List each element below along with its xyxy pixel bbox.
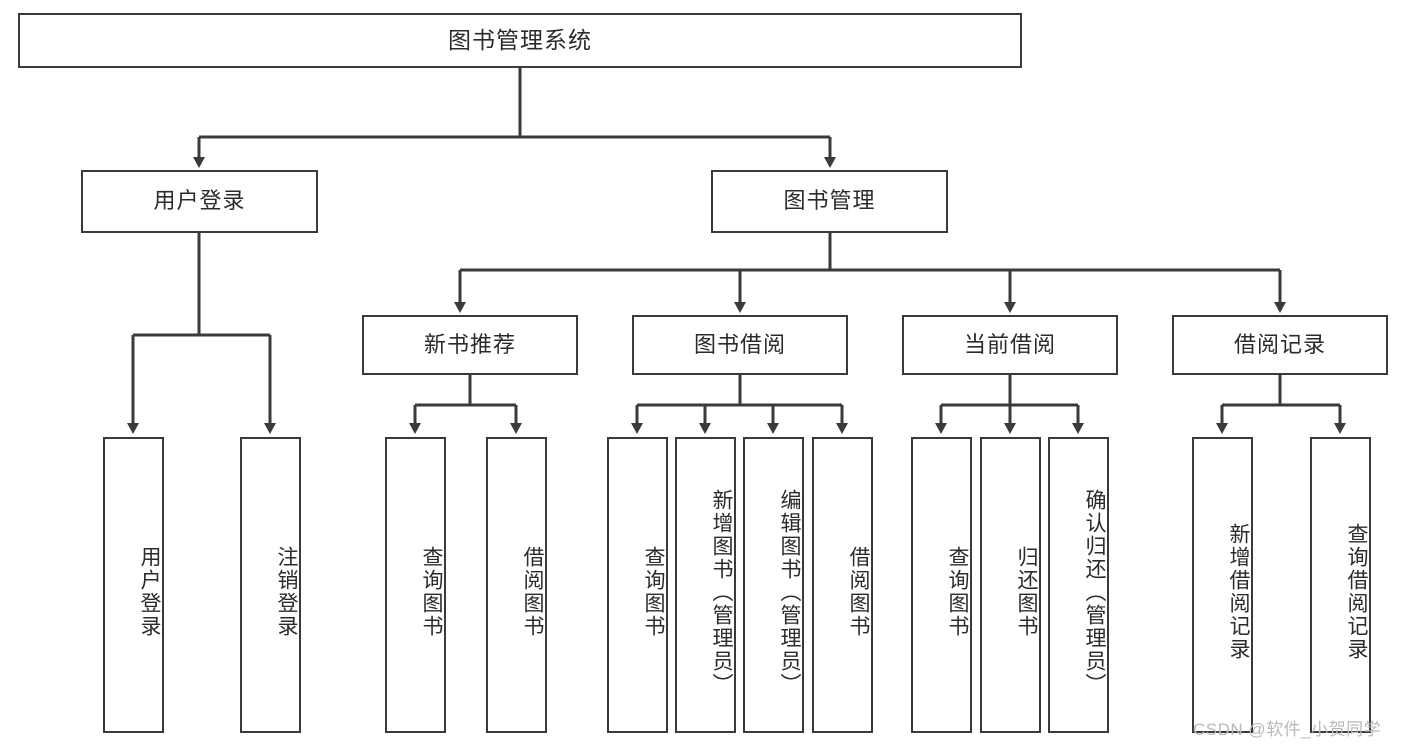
node-book-borrow[interactable]: 图书借阅 [632, 315, 848, 375]
leaf-query-book-current[interactable]: 查询图书 [911, 437, 972, 733]
node-new-book-recommend[interactable]: 新书推荐 [362, 315, 578, 375]
node-borrow-record[interactable]: 借阅记录 [1172, 315, 1388, 375]
leaf-add-book-admin[interactable]: 新增图书（管理员） [675, 437, 736, 733]
node-book-management[interactable]: 图书管理 [711, 170, 948, 233]
leaf-logout[interactable]: 注销登录 [240, 437, 301, 733]
leaf-edit-book-admin[interactable]: 编辑图书（管理员） [743, 437, 804, 733]
leaf-query-book-recommend[interactable]: 查询图书 [385, 437, 446, 733]
node-current-borrow[interactable]: 当前借阅 [902, 315, 1118, 375]
leaf-borrow-book-recommend[interactable]: 借阅图书 [486, 437, 547, 733]
leaf-query-book-borrow[interactable]: 查询图书 [607, 437, 668, 733]
leaf-add-borrow-record[interactable]: 新增借阅记录 [1192, 437, 1253, 733]
node-user-login[interactable]: 用户登录 [81, 170, 318, 233]
leaf-return-book[interactable]: 归还图书 [980, 437, 1041, 733]
watermark: CSDN @软件_小贺同学 [1193, 720, 1382, 739]
node-root-book-management-system[interactable]: 图书管理系统 [18, 13, 1022, 68]
leaf-borrow-book-borrow[interactable]: 借阅图书 [812, 437, 873, 733]
leaf-confirm-return-admin[interactable]: 确认归还（管理员） [1048, 437, 1109, 733]
leaf-query-borrow-record[interactable]: 查询借阅记录 [1310, 437, 1371, 733]
leaf-user-login[interactable]: 用户登录 [103, 437, 164, 733]
